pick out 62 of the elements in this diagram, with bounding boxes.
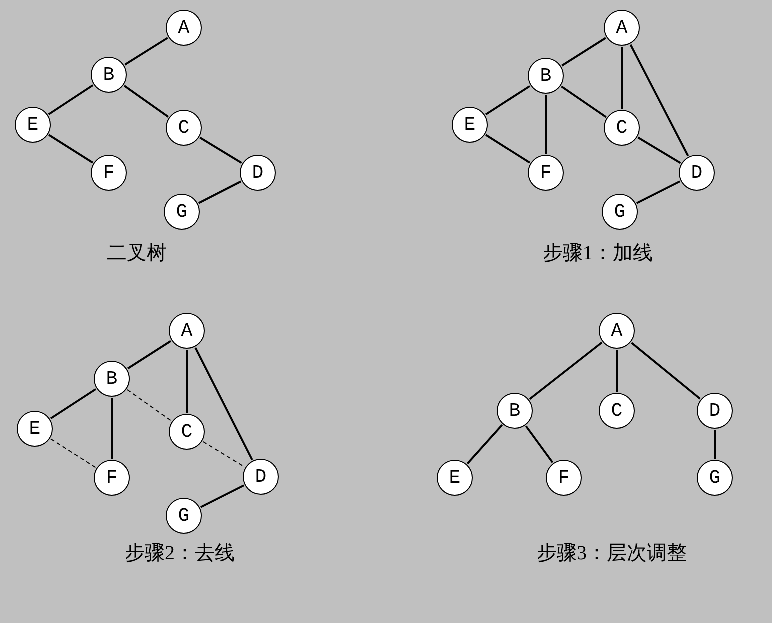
dashed-line <box>127 389 172 422</box>
tree-node: D <box>679 155 715 191</box>
edge-line <box>525 426 554 464</box>
tree-node: F <box>91 155 127 191</box>
tree-node: B <box>91 57 127 93</box>
tree-node: C <box>166 110 202 146</box>
edge-line <box>124 85 170 118</box>
edge-line <box>616 350 618 392</box>
tree-node: A <box>166 10 202 46</box>
edge-line <box>561 86 607 118</box>
edge-line <box>124 37 168 66</box>
tree-node: F <box>546 460 582 496</box>
edge-line <box>714 430 716 459</box>
edge-line <box>200 484 244 508</box>
tree-node: F <box>94 460 130 496</box>
edge-line <box>194 348 254 460</box>
tree-node: F <box>528 155 564 191</box>
panel-caption: 步骤1：加线 <box>543 242 653 266</box>
tree-node: B <box>528 58 564 94</box>
edge-line <box>48 84 94 116</box>
tree-node: G <box>166 498 202 534</box>
tree-node: B <box>497 393 533 429</box>
edge-line <box>200 137 242 164</box>
tree-node: D <box>697 393 733 429</box>
edge-line <box>127 340 172 370</box>
tree-node: A <box>604 10 640 46</box>
tree-node: C <box>169 414 205 450</box>
tree-node: D <box>243 459 279 495</box>
edge-line <box>485 85 531 116</box>
edge-line <box>466 424 504 465</box>
tree-node: A <box>599 313 635 349</box>
edge-line <box>631 342 701 400</box>
edge-line <box>636 180 680 204</box>
edge-line <box>50 388 97 420</box>
tree-node: E <box>17 411 53 447</box>
edge-line <box>621 47 623 109</box>
edge-line <box>529 342 603 400</box>
edge-line <box>630 44 690 157</box>
tree-node: D <box>240 155 276 191</box>
tree-node: E <box>452 107 488 143</box>
panel-caption: 二叉树 <box>107 242 167 266</box>
tree-node: C <box>599 393 635 429</box>
edge-line <box>638 136 682 164</box>
tree-node: E <box>15 107 51 143</box>
tree-node: G <box>697 460 733 496</box>
tree-node: B <box>94 361 130 397</box>
tree-node: C <box>604 110 640 146</box>
edge-line <box>198 180 242 204</box>
panel-caption: 步骤2：去线 <box>125 542 235 566</box>
tree-node: G <box>164 194 200 230</box>
tree-node: G <box>602 194 638 230</box>
edge-line <box>486 134 530 164</box>
edge-line <box>111 398 113 459</box>
edge-line <box>562 37 606 67</box>
tree-node: A <box>169 313 205 349</box>
dashed-line <box>50 438 96 468</box>
tree-node: E <box>437 460 473 496</box>
edge-line <box>545 95 547 154</box>
edge-line <box>48 134 94 164</box>
edge-line <box>186 350 188 413</box>
panel-caption: 步骤3：层次调整 <box>537 542 687 566</box>
dashed-line <box>202 441 246 468</box>
